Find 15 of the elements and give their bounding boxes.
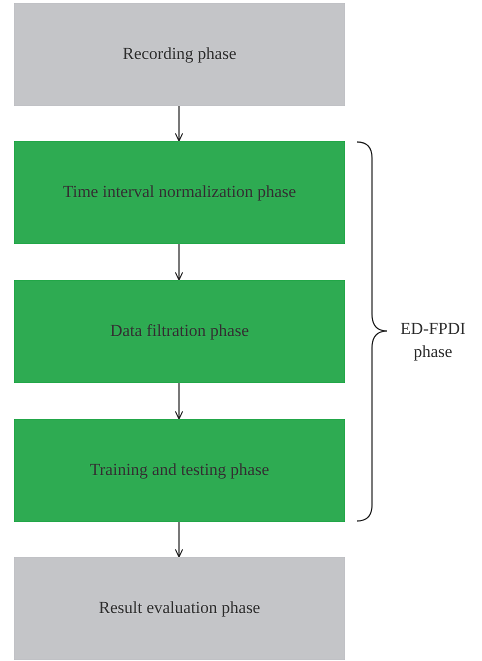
phase-label: Training and testing phase: [90, 459, 270, 482]
arrow: [174, 522, 184, 558]
phase-box: [14, 280, 345, 383]
phase-box: [14, 3, 345, 106]
phase-label: Time interval normalization phase: [62, 181, 296, 204]
phase-box: [14, 419, 345, 522]
brace-label: ED-FPDI phase: [399, 318, 467, 363]
phase-label: Result evaluation phase: [98, 597, 260, 620]
arrow: [174, 106, 184, 142]
arrow: [174, 244, 184, 281]
arrow: [174, 383, 184, 420]
phase-box: [14, 557, 345, 660]
phase-box: [14, 141, 345, 244]
phase-label: Recording phase: [122, 43, 236, 66]
phase-label: Data filtration phase: [110, 320, 249, 342]
